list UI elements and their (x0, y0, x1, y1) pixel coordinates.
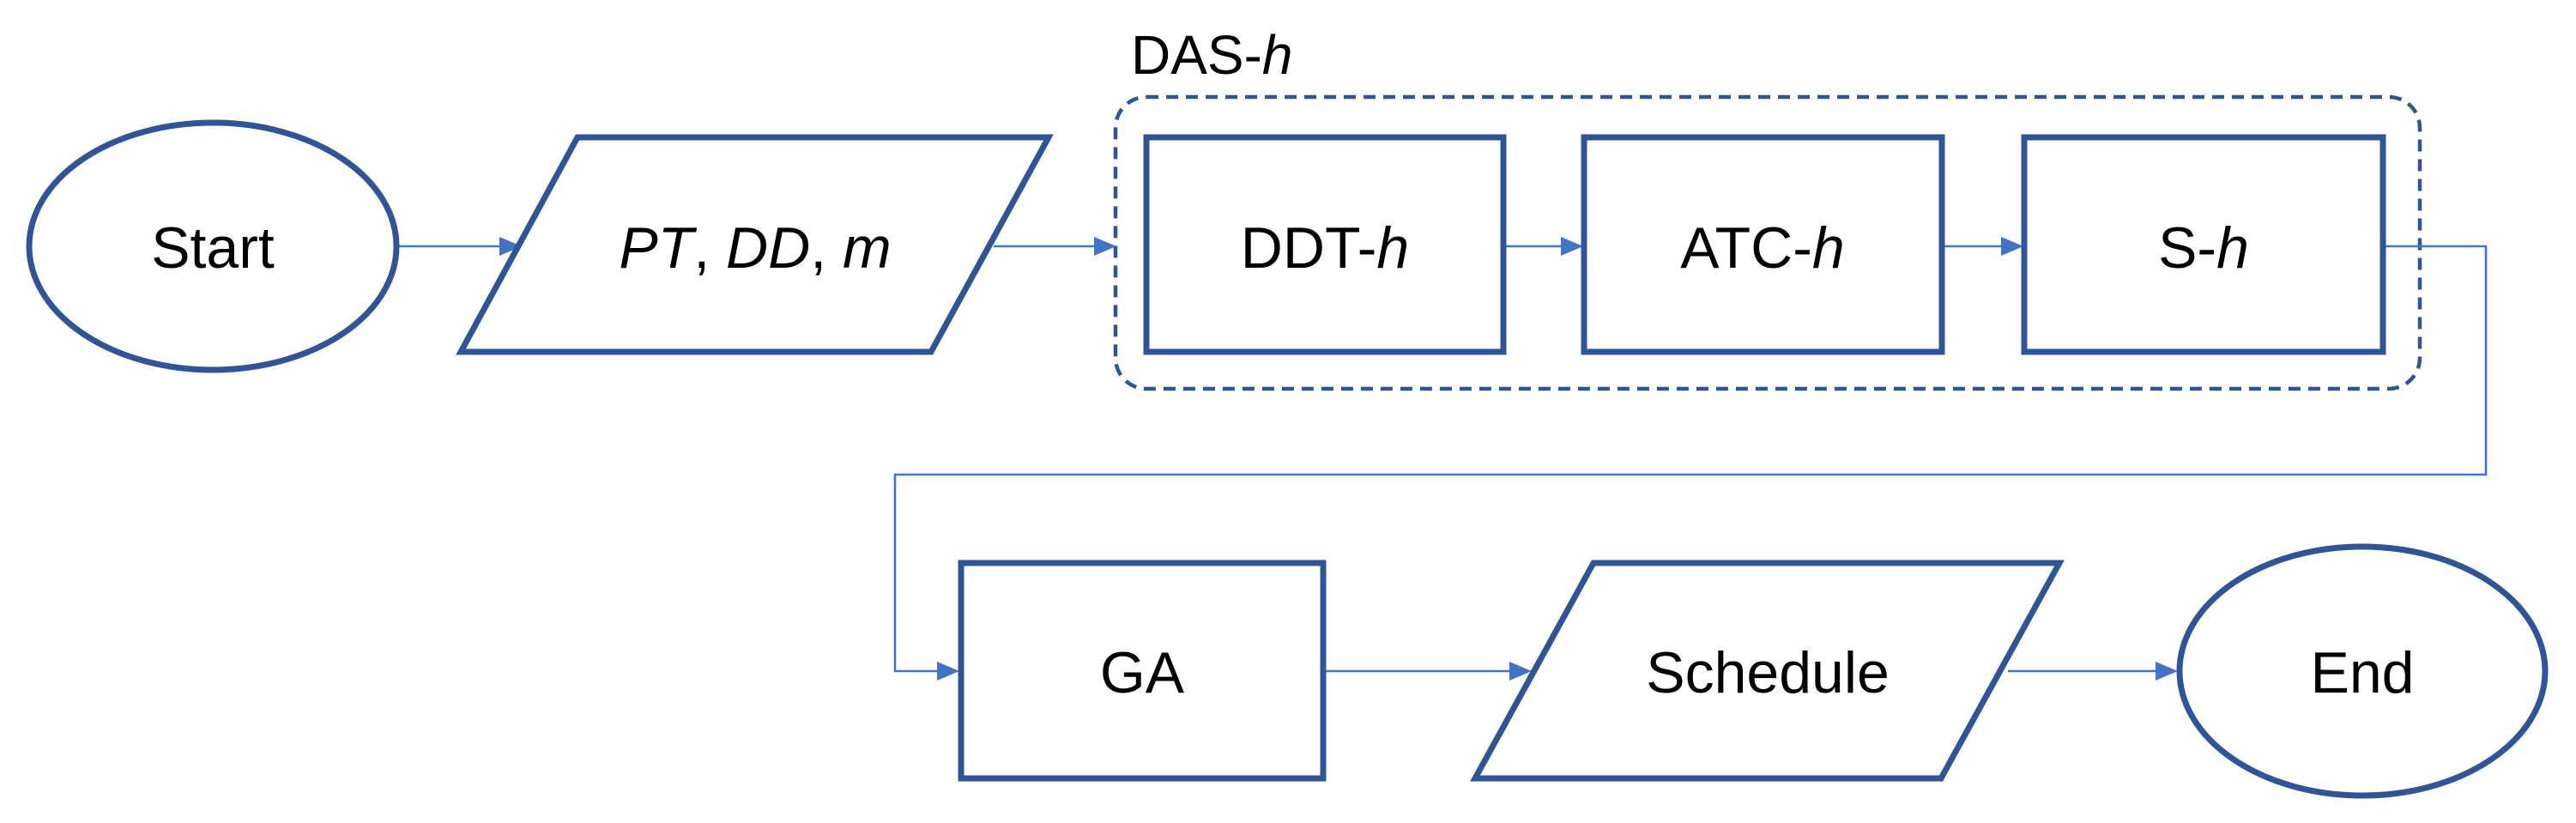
connector-s-to-ga (893, 245, 2488, 673)
arrowhead-ga-to-schedule (1509, 662, 1532, 681)
atc-h-label: ATC-h (1680, 215, 1844, 281)
s-h-box (2021, 134, 2386, 355)
input-parallelogram (456, 134, 1054, 355)
arrowhead-atc-to-s (2001, 237, 2023, 256)
arrowhead-input-to-ddt (1094, 237, 1116, 256)
end-ellipse (2176, 543, 2549, 799)
ga-box (958, 560, 1327, 782)
end-label: End (2311, 640, 2415, 705)
arrowhead-ddt-to-atc (1561, 237, 1583, 256)
input-node: PT, DD, m (456, 134, 1054, 355)
end-node: End (2176, 543, 2549, 799)
ga-node: GA (958, 560, 1327, 782)
das-h-group: DAS-h (1113, 24, 2422, 391)
atc-h-box (1581, 134, 1945, 355)
ddt-h-node: DDT-h (1143, 134, 1507, 355)
ddt-h-box (1143, 134, 1507, 355)
schedule-node: Schedule (1470, 560, 2065, 782)
arrowhead-schedule-to-end (2156, 662, 2178, 681)
connectors (396, 237, 2488, 681)
arrowhead-s-to-ga (937, 662, 959, 681)
schedule-label: Schedule (1646, 640, 1890, 705)
s-h-label: S-h (2158, 215, 2249, 281)
start-node: Start (26, 119, 400, 373)
das-h-group-label: DAS-h (1131, 24, 1293, 86)
start-ellipse (26, 119, 400, 373)
ga-label: GA (1100, 640, 1185, 705)
arrowhead-start-to-input (499, 237, 522, 256)
das-h-group-border (1113, 94, 2422, 391)
atc-h-node: ATC-h (1581, 134, 1945, 355)
start-label: Start (151, 215, 275, 281)
s-h-node: S-h (2021, 134, 2386, 355)
input-label: PT, DD, m (619, 215, 891, 281)
ddt-h-label: DDT-h (1241, 215, 1409, 281)
schedule-parallelogram (1470, 560, 2065, 782)
